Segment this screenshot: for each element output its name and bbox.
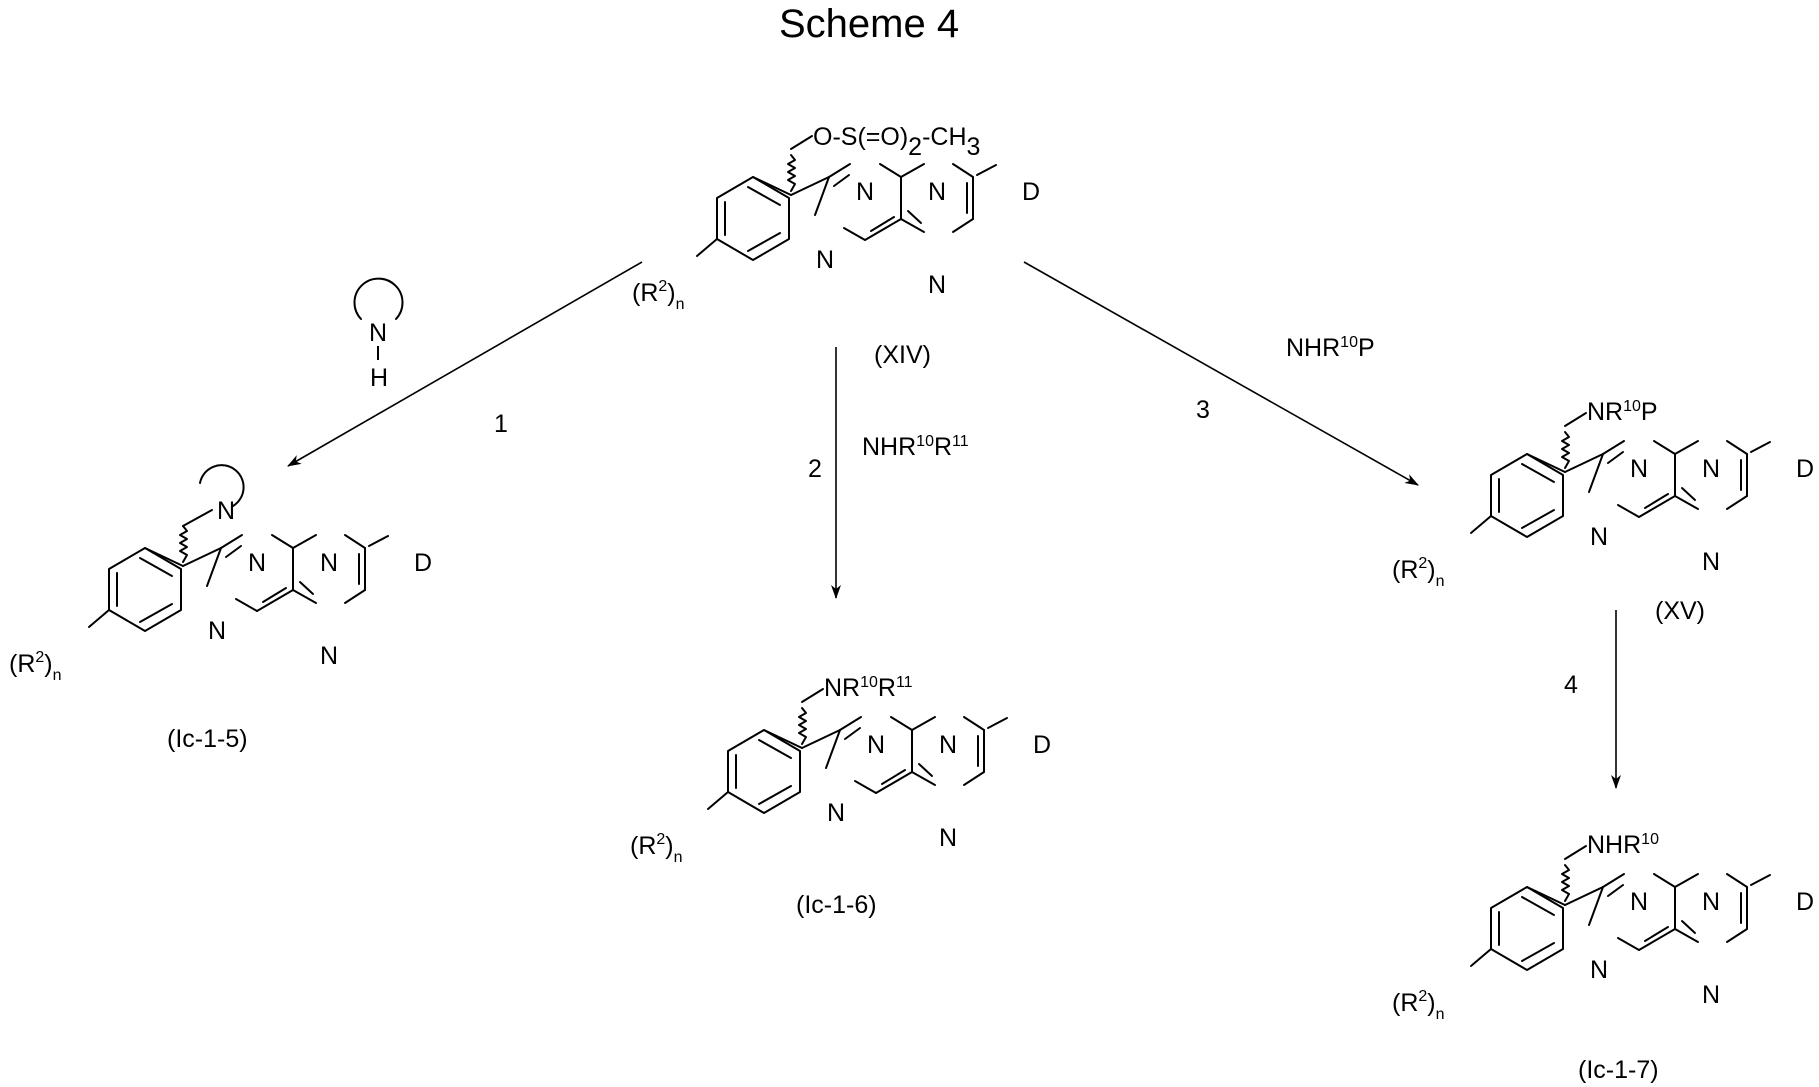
xiv-n5: N bbox=[928, 271, 946, 299]
step-1-number: 1 bbox=[494, 410, 508, 438]
xv-n3: N bbox=[1590, 523, 1608, 551]
xv-amine-label: NR10P bbox=[1587, 398, 1658, 426]
ic15-r2n-label: (R2)n bbox=[9, 649, 62, 684]
xv-caption: (XV) bbox=[1655, 597, 1705, 625]
ic16-skeleton bbox=[708, 708, 1007, 813]
ic15-d: D bbox=[414, 549, 432, 577]
ic15-atom-labels: N N N N D bbox=[208, 549, 432, 670]
step-3-reagent: NHR10P bbox=[1286, 334, 1375, 362]
ic16-n8: N bbox=[939, 731, 957, 759]
ic17-n5: N bbox=[1702, 981, 1720, 1009]
ic17-n1: N bbox=[1630, 888, 1648, 916]
ic16-atom-labels: N N N N D bbox=[827, 731, 1051, 852]
ic16-r2n-label: (R2)n bbox=[630, 831, 683, 866]
compound-ic-1-6: N N N N D (R2)n NR10R11 bbox=[630, 674, 1051, 866]
xv-n5: N bbox=[1702, 548, 1720, 576]
xiv-mesylate-label: O-S(=O)2-CH3 bbox=[813, 123, 980, 161]
step-2-reagent: NHR10R11 bbox=[862, 433, 969, 461]
ic15-n1: N bbox=[248, 549, 266, 577]
step-4-number: 4 bbox=[1564, 671, 1578, 699]
xv-skeleton bbox=[1471, 432, 1770, 537]
compound-ic-1-7: N N N N D (R2)n NHR10 bbox=[1392, 831, 1814, 1023]
xiv-atom-labels: N N N N D bbox=[816, 178, 1040, 299]
xiv-n8: N bbox=[928, 178, 946, 206]
reagent-amine-h: H bbox=[370, 364, 388, 392]
ic16-n3: N bbox=[827, 799, 845, 827]
xv-atom-labels: N N N N D bbox=[1590, 455, 1814, 576]
ic16-caption: (Ic-1-6) bbox=[796, 891, 877, 919]
step-2-number: 2 bbox=[808, 455, 822, 483]
xiv-caption: (XIV) bbox=[874, 341, 931, 369]
xv-d: D bbox=[1796, 455, 1814, 483]
arrow-step-1 bbox=[288, 262, 642, 466]
ic17-amine-label: NHR10 bbox=[1587, 831, 1659, 859]
xv-n8: N bbox=[1702, 455, 1720, 483]
xv-n1: N bbox=[1630, 455, 1648, 483]
xv-r2n-label: (R2)n bbox=[1392, 555, 1445, 590]
ic15-n5: N bbox=[320, 642, 338, 670]
ic17-n3: N bbox=[1590, 956, 1608, 984]
xiv-d: D bbox=[1022, 178, 1040, 206]
arrow-step-3 bbox=[1024, 262, 1418, 485]
ic15-n8: N bbox=[320, 549, 338, 577]
xiv-r2n-label: (R2)n bbox=[632, 278, 685, 313]
ic17-d: D bbox=[1796, 888, 1814, 916]
reagent-amine-n: N bbox=[369, 319, 387, 347]
ic15-caption: (Ic-1-5) bbox=[167, 725, 248, 753]
ic17-atom-labels: N N N N D bbox=[1590, 888, 1814, 1009]
xiv-n3: N bbox=[816, 246, 834, 274]
ic17-caption: (Ic-1-7) bbox=[1578, 1056, 1659, 1084]
ic15-skeleton bbox=[89, 526, 388, 631]
ic15-n3: N bbox=[208, 617, 226, 645]
ic16-amine-label: NR10R11 bbox=[824, 674, 913, 702]
compound-xv: N N N N D (R2)n NR10P bbox=[1392, 398, 1814, 590]
ic17-n8: N bbox=[1702, 888, 1720, 916]
ic16-n5: N bbox=[939, 824, 957, 852]
reaction-arrows bbox=[288, 262, 1616, 788]
cyclic-amine-reagent: N H bbox=[355, 279, 403, 392]
scheme-title: Scheme 4 bbox=[779, 2, 959, 46]
ic17-r2n-label: (R2)n bbox=[1392, 988, 1445, 1023]
compound-xiv: N N N N D (R2)n O-S(=O)2-CH3 bbox=[632, 123, 1040, 313]
xiv-skeleton bbox=[697, 155, 996, 260]
step-3-number: 3 bbox=[1196, 396, 1210, 424]
ic16-n1: N bbox=[867, 731, 885, 759]
ic17-skeleton bbox=[1471, 865, 1770, 970]
xiv-n1: N bbox=[856, 178, 874, 206]
compound-ic-1-5: N N N N N D (R2)n bbox=[9, 465, 432, 684]
ic16-d: D bbox=[1033, 731, 1051, 759]
ic15-amine-n: N bbox=[217, 497, 235, 525]
